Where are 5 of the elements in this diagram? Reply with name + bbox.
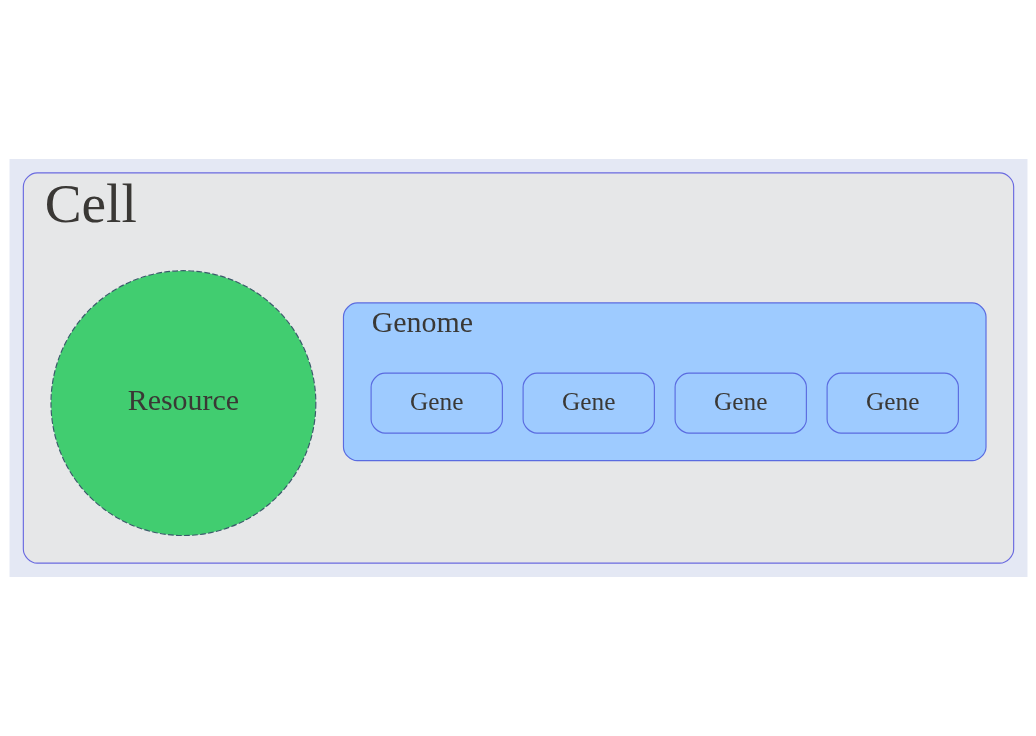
node-box: Gene [826,372,959,434]
node-box: Gene [674,372,807,434]
node-box: Gene [370,372,503,434]
node-box: Gene [522,372,655,434]
node-circle: Resource [49,270,316,537]
